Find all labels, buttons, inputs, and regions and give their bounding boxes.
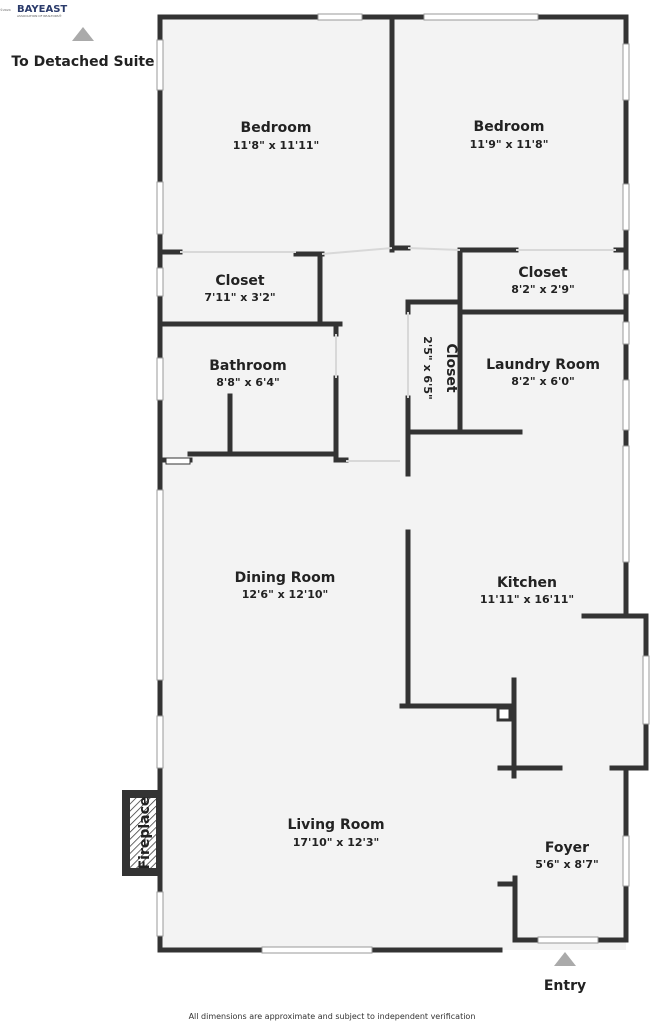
column-detail [496,706,512,722]
room-bedroom-left: Bedroom 11'8" x 11'11" [233,120,320,152]
room-closet-right: Closet 8'2" x 2'9" [511,265,575,296]
room-name: Closet [215,273,265,289]
room-dims: 11'11" x 16'11" [480,593,574,606]
detached-suite-label: To Detached Suite [11,54,154,70]
room-dims: 17'10" x 12'3" [293,836,380,849]
room-name: Closet [443,343,459,393]
entry-marker: Entry [544,952,586,994]
room-living: Living Room 17'10" x 12'3" [287,817,384,849]
interior-walls [157,14,629,943]
room-dims: 5'6" x 8'7" [535,858,599,871]
room-name: Bathroom [209,358,287,374]
room-dims: 12'6" x 12'10" [242,588,329,601]
fireplace-label: Fireplace [137,797,153,870]
room-dims: 8'8" x 6'4" [216,376,280,389]
vent-detail [165,457,191,465]
room-dims: 8'2" x 2'9" [511,283,575,296]
up-arrow-icon [554,952,576,966]
room-name: Bedroom [474,119,545,135]
disclaimer: All dimensions are approximate and subje… [189,1012,476,1021]
openings [180,247,616,462]
room-dims: 7'11" x 3'2" [204,291,275,304]
room-name: Foyer [545,840,589,856]
logo-text: BAYEAST [17,4,67,15]
room-dims: 2'5" x 6'5" [421,336,434,400]
room-name: Laundry Room [486,357,600,373]
entry-label: Entry [544,978,586,994]
logo-tagline: ASSOCIATION OF REALTORS® [17,14,62,18]
room-laundry: Laundry Room 8'2" x 6'0" [486,357,600,388]
room-closet-left: Closet 7'11" x 3'2" [204,273,275,304]
room-dining: Dining Room 12'6" x 12'10" [235,570,336,601]
room-dims: 11'9" x 11'8" [470,138,549,151]
room-dims: 8'2" x 6'0" [511,375,575,388]
brokerage-logo: ©2024 BAYEAST ASSOCIATION OF REALTORS® [0,4,67,18]
room-dims: 11'8" x 11'11" [233,139,320,152]
up-arrow-icon [72,27,94,41]
room-name: Kitchen [497,575,557,591]
room-name: Dining Room [235,570,336,586]
room-bathroom: Bathroom 8'8" x 6'4" [209,358,287,389]
room-name: Living Room [287,817,384,833]
room-kitchen: Kitchen 11'11" x 16'11" [480,575,574,606]
logo-year: ©2024 [0,8,11,12]
floor-fill [160,18,646,950]
room-name: Bedroom [241,120,312,136]
room-name: Closet [518,265,568,281]
room-bedroom-right: Bedroom 11'9" x 11'8" [470,119,549,151]
detached-suite-marker: To Detached Suite [11,27,155,70]
room-foyer: Foyer 5'6" x 8'7" [535,840,599,871]
room-hall-closet: Closet 2'5" x 6'5" [421,336,459,400]
windows [156,13,650,954]
fireplace: Fireplace [122,790,158,876]
